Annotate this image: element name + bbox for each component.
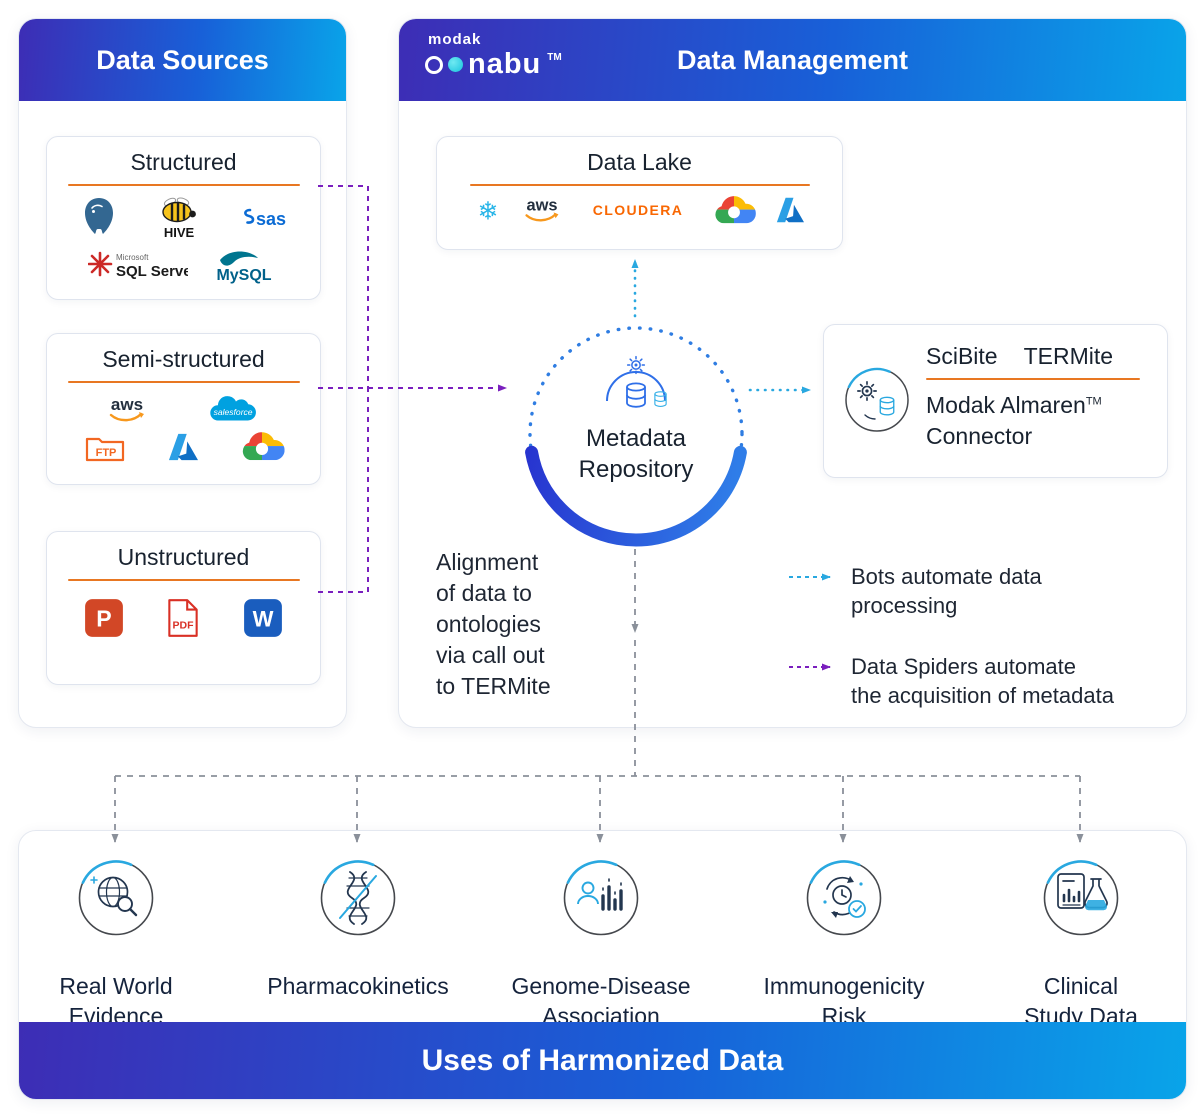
data-sources-title: Data Sources: [96, 44, 269, 75]
postgresql-icon: [79, 196, 119, 240]
metadata-repository-circle: [523, 321, 749, 547]
structured-underline: [67, 184, 300, 186]
data-management-header: modak nabu TM Data Management: [399, 19, 1186, 101]
uses-panel: Real World Evidence Pharmacokinetics Gen…: [18, 830, 1187, 1100]
alignment-note: Alignment of data to ontologies via call…: [436, 549, 551, 699]
use-case-immunogenicity-risk: Immunogenicity Risk: [763, 859, 925, 1029]
metadata-database-gear-icon: [606, 355, 667, 408]
blue-dashed-arrow-icon: [789, 573, 831, 581]
mysql-icon: [208, 246, 280, 284]
legend-data-spiders: Data Spiders automate the acquisition of…: [787, 652, 1114, 710]
dna-helix-icon: [320, 860, 396, 936]
ftp-icon: [83, 431, 127, 463]
legend-bots: Bots automate data processing: [787, 562, 1042, 620]
aws-icon: [104, 395, 150, 425]
connector-gear-database-icon: [844, 367, 910, 433]
unstructured-label: Unstructured: [117, 544, 250, 570]
nabu-dot-icon: [448, 57, 463, 72]
modak-almaren-label: Modak Almaren: [926, 392, 1086, 418]
nabu-ring-icon: [425, 55, 443, 74]
sas-icon: [240, 205, 288, 231]
data-sources-header: Data Sources: [19, 19, 346, 101]
genome-chart-icon: [563, 860, 639, 936]
structured-label: Structured: [130, 149, 237, 175]
connector-underline: [926, 378, 1140, 380]
google-cloud-icon: [239, 431, 285, 463]
snowflake-icon: [474, 194, 502, 226]
data-management-panel: modak nabu TM Data Management Data Lake: [398, 18, 1187, 728]
data-lake-box: Data Lake: [436, 136, 843, 250]
unstructured-underline: [67, 579, 300, 581]
azure-icon: [774, 196, 806, 224]
nabu-trademark: TM: [547, 52, 562, 63]
scibite-connector-box: SciBite TERMite Modak AlmarenTM Connecto…: [823, 324, 1168, 478]
use-label: Pharmacokinetics: [267, 973, 449, 999]
legend-bots-label: Bots automate data processing: [851, 564, 1042, 618]
structured-sources-box: Structured: [46, 136, 321, 300]
clinical-report-icon: [1043, 860, 1119, 936]
use-case-genome-disease-association: Genome-Disease Association: [512, 859, 690, 1029]
uses-of-harmonized-data-bar: Uses of Harmonized Data: [19, 1022, 1186, 1099]
dotted-ring: [528, 326, 744, 542]
powerpoint-icon: [83, 597, 125, 639]
solid-bottom-arc: [523, 321, 749, 547]
termite-label: TERMite: [1023, 343, 1114, 369]
data-lake-label: Data Lake: [587, 149, 692, 175]
aws-icon: [520, 196, 564, 225]
semi-structured-underline: [67, 381, 300, 383]
legend-data-spiders-label: Data Spiders automate the acquisition of…: [851, 654, 1114, 708]
azure-icon: [166, 432, 200, 462]
data-lake-underline: [469, 184, 810, 186]
nabu-wordmark: nabu: [468, 48, 542, 80]
almaren-trademark: TM: [1085, 395, 1102, 408]
cloudera-icon: [582, 201, 694, 220]
salesforce-icon: [206, 391, 264, 429]
google-cloud-icon: [712, 195, 756, 226]
globe-magnifier-icon: [78, 860, 154, 936]
modak-wordmark: modak: [428, 31, 482, 48]
unstructured-sources-box: Unstructured: [46, 531, 321, 685]
data-sources-panel: Data Sources Structured Semi-structured: [18, 18, 347, 728]
metadata-repository-label: Metadata Repository: [578, 425, 694, 483]
semi-structured-sources-box: Semi-structured: [46, 333, 321, 485]
use-case-clinical-study-data: Clinical Study Data: [1024, 859, 1138, 1029]
use-label: Real World Evidence: [59, 973, 173, 1029]
hive-icon: [150, 196, 208, 240]
scibite-label: SciBite: [926, 343, 998, 369]
connector-label: Connector: [926, 423, 1033, 449]
pdf-icon: [165, 597, 201, 639]
data-management-title: Data Management: [676, 44, 909, 75]
uses-title: Uses of Harmonized Data: [421, 1043, 784, 1077]
modak-nabu-logo: modak nabu TM: [425, 31, 562, 79]
use-case-real-world-evidence: Real World Evidence: [59, 859, 173, 1029]
purple-dashed-arrow-icon: [789, 663, 831, 671]
semi-structured-label: Semi-structured: [102, 346, 265, 372]
microsoft-sql-server-icon: [88, 248, 188, 282]
use-label: Immunogenicity Risk: [763, 973, 925, 1029]
virus-check-icon: [806, 860, 882, 936]
use-case-pharmacokinetics: Pharmacokinetics: [267, 859, 449, 999]
use-label: Genome-Disease Association: [511, 973, 691, 1029]
word-icon: [242, 597, 284, 639]
